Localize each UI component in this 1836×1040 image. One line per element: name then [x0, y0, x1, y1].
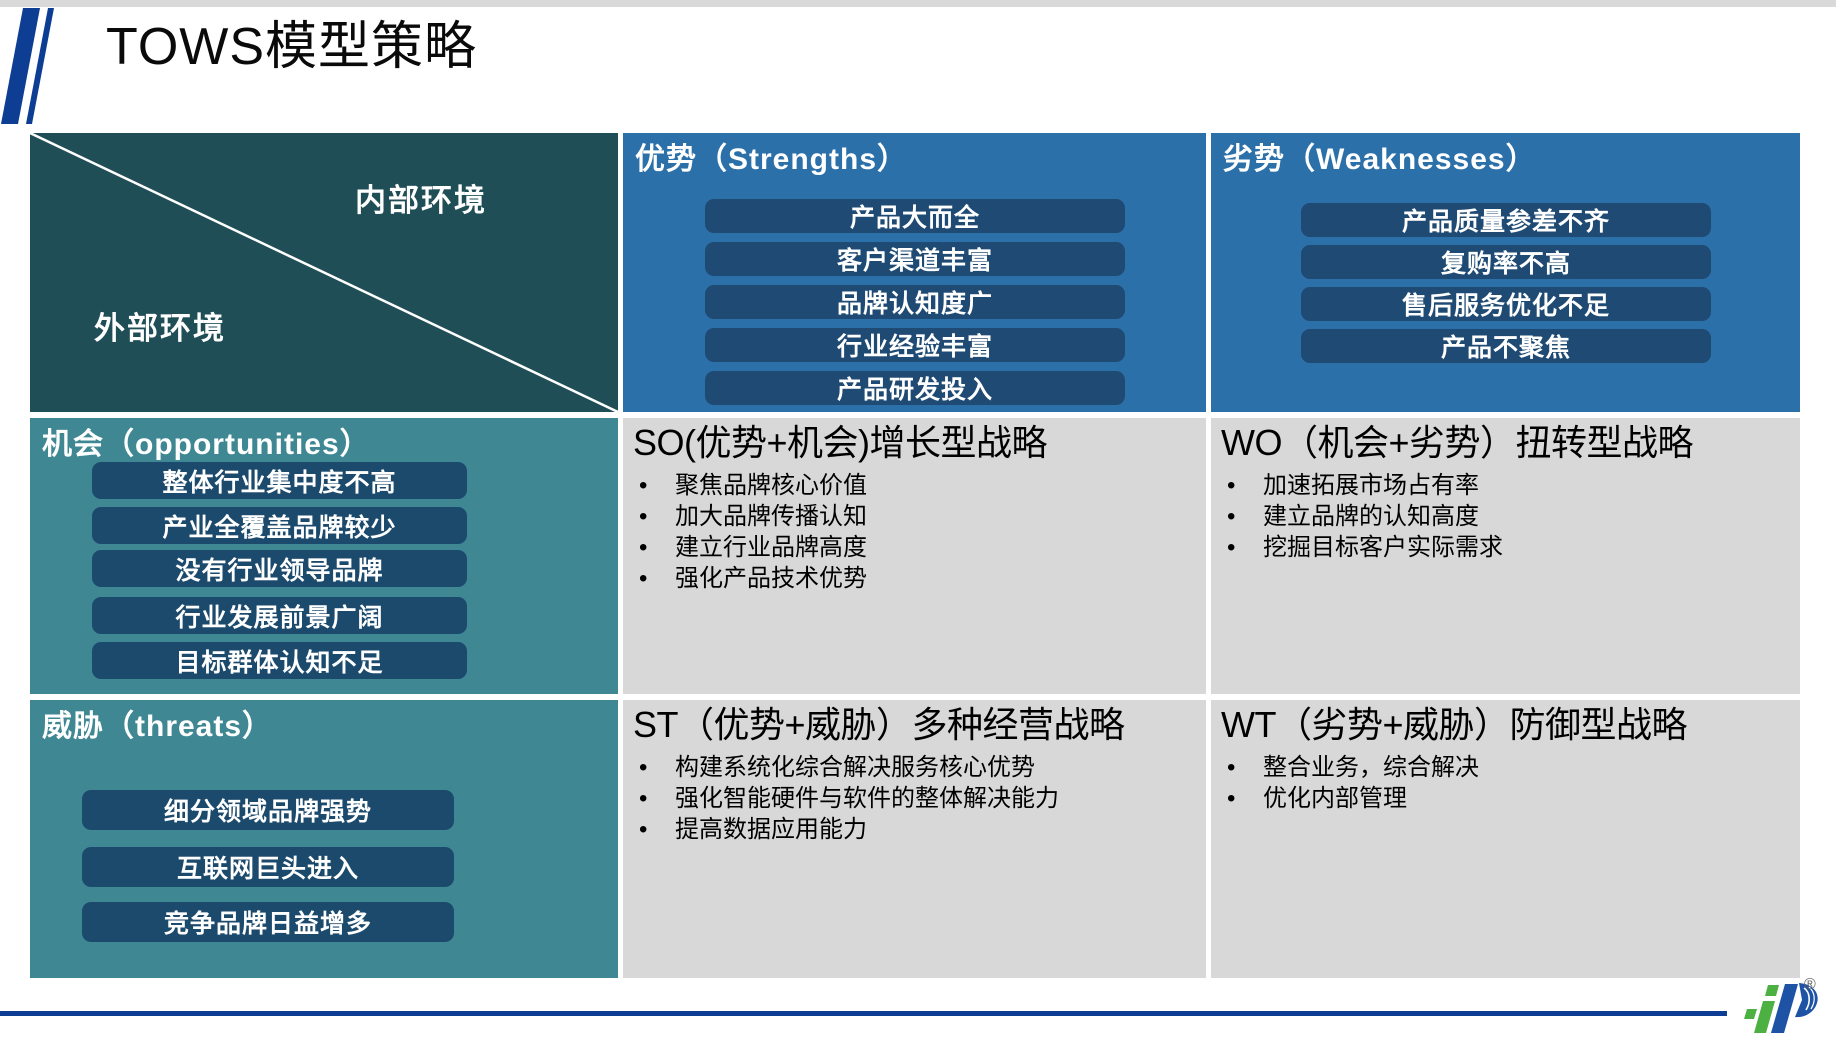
so-strategy-cell: SO(优势+机会)增长型战略 聚焦品牌核心价值 加大品牌传播认知 建立行业品牌高… — [623, 418, 1206, 694]
st-bullet-list: 构建系统化综合解决服务核心优势 强化智能硬件与软件的整体解决能力 提高数据应用能… — [623, 752, 1206, 845]
wt-strategy-cell: WT（劣势+威胁）防御型战略 整合业务，综合解决 优化内部管理 — [1211, 700, 1800, 978]
threat-pill: 互联网巨头进入 — [82, 847, 454, 887]
registered-trademark: ® — [1804, 976, 1816, 993]
strength-pill: 客户渠道丰富 — [705, 242, 1125, 276]
opportunity-pill: 整体行业集中度不高 — [92, 462, 467, 499]
so-bullet: 建立行业品牌高度 — [633, 532, 1206, 563]
opportunity-pill: 目标群体认知不足 — [92, 642, 467, 679]
st-bullet: 强化智能硬件与软件的整体解决能力 — [633, 783, 1206, 814]
internal-env-label: 内部环境 — [355, 183, 487, 218]
weaknesses-header: 劣势（Weaknesses） — [1223, 143, 1537, 176]
wo-strategy-header: WO（机会+劣势）扭转型战略 — [1221, 422, 1694, 463]
opportunities-cell: 机会（opportunities） 整体行业集中度不高 产业全覆盖品牌较少 没有… — [30, 418, 618, 694]
so-bullet: 强化产品技术优势 — [633, 563, 1206, 594]
wt-bullet-list: 整合业务，综合解决 优化内部管理 — [1211, 752, 1800, 814]
wo-bullet: 加速拓展市场占有率 — [1221, 470, 1800, 501]
weaknesses-cell: 劣势（Weaknesses） 产品质量参差不齐 复购率不高 售后服务优化不足 产… — [1211, 133, 1800, 412]
opportunity-pill: 行业发展前景广阔 — [92, 597, 467, 634]
wo-bullet: 建立品牌的认知高度 — [1221, 501, 1800, 532]
strength-pill: 行业经验丰富 — [705, 328, 1125, 362]
st-bullet: 提高数据应用能力 — [633, 814, 1206, 845]
wo-bullet: 挖掘目标客户实际需求 — [1221, 532, 1800, 563]
slide-accent-logo — [1, 8, 54, 124]
wo-strategy-cell: WO（机会+劣势）扭转型战略 加速拓展市场占有率 建立品牌的认知高度 挖掘目标客… — [1211, 418, 1800, 694]
so-bullet: 加大品牌传播认知 — [633, 501, 1206, 532]
matrix-corner-cell: 内部环境 外部环境 — [30, 133, 618, 412]
top-edge-strip — [0, 0, 1836, 7]
opportunity-pill: 没有行业领导品牌 — [92, 550, 467, 587]
st-strategy-cell: ST（优势+威胁）多种经营战略 构建系统化综合解决服务核心优势 强化智能硬件与软… — [623, 700, 1206, 978]
strength-pill: 产品研发投入 — [705, 371, 1125, 405]
footer-divider-line — [0, 1011, 1727, 1016]
threat-pill: 竞争品牌日益增多 — [82, 902, 454, 942]
weakness-pill: 产品质量参差不齐 — [1301, 203, 1711, 237]
wo-bullet-list: 加速拓展市场占有率 建立品牌的认知高度 挖掘目标客户实际需求 — [1211, 470, 1800, 563]
brand-logo — [1744, 983, 1818, 1033]
diagonal-divider — [30, 133, 618, 412]
weakness-pill: 复购率不高 — [1301, 245, 1711, 279]
threats-header: 威胁（threats） — [42, 710, 274, 743]
strength-pill: 产品大而全 — [705, 199, 1125, 233]
strength-pill: 品牌认知度广 — [705, 285, 1125, 319]
page-title: TOWS模型策略 — [106, 18, 478, 76]
threat-pill: 细分领域品牌强势 — [82, 790, 454, 830]
strengths-header: 优势（Strengths） — [635, 143, 909, 176]
weakness-pill: 售后服务优化不足 — [1301, 287, 1711, 321]
st-strategy-header: ST（优势+威胁）多种经营战略 — [633, 704, 1125, 745]
external-env-label: 外部环境 — [94, 311, 226, 346]
so-bullet: 聚焦品牌核心价值 — [633, 470, 1206, 501]
strengths-cell: 优势（Strengths） 产品大而全 客户渠道丰富 品牌认知度广 行业经验丰富… — [623, 133, 1206, 412]
so-bullet-list: 聚焦品牌核心价值 加大品牌传播认知 建立行业品牌高度 强化产品技术优势 — [623, 470, 1206, 594]
opportunity-pill: 产业全覆盖品牌较少 — [92, 507, 467, 544]
st-bullet: 构建系统化综合解决服务核心优势 — [633, 752, 1206, 783]
opportunities-header: 机会（opportunities） — [42, 428, 371, 461]
so-strategy-header: SO(优势+机会)增长型战略 — [633, 422, 1048, 463]
wt-strategy-header: WT（劣势+威胁）防御型战略 — [1221, 704, 1688, 745]
wt-bullet: 整合业务，综合解决 — [1221, 752, 1800, 783]
wt-bullet: 优化内部管理 — [1221, 783, 1800, 814]
weakness-pill: 产品不聚焦 — [1301, 329, 1711, 363]
threats-cell: 威胁（threats） 细分领域品牌强势 互联网巨头进入 竞争品牌日益增多 — [30, 700, 618, 978]
